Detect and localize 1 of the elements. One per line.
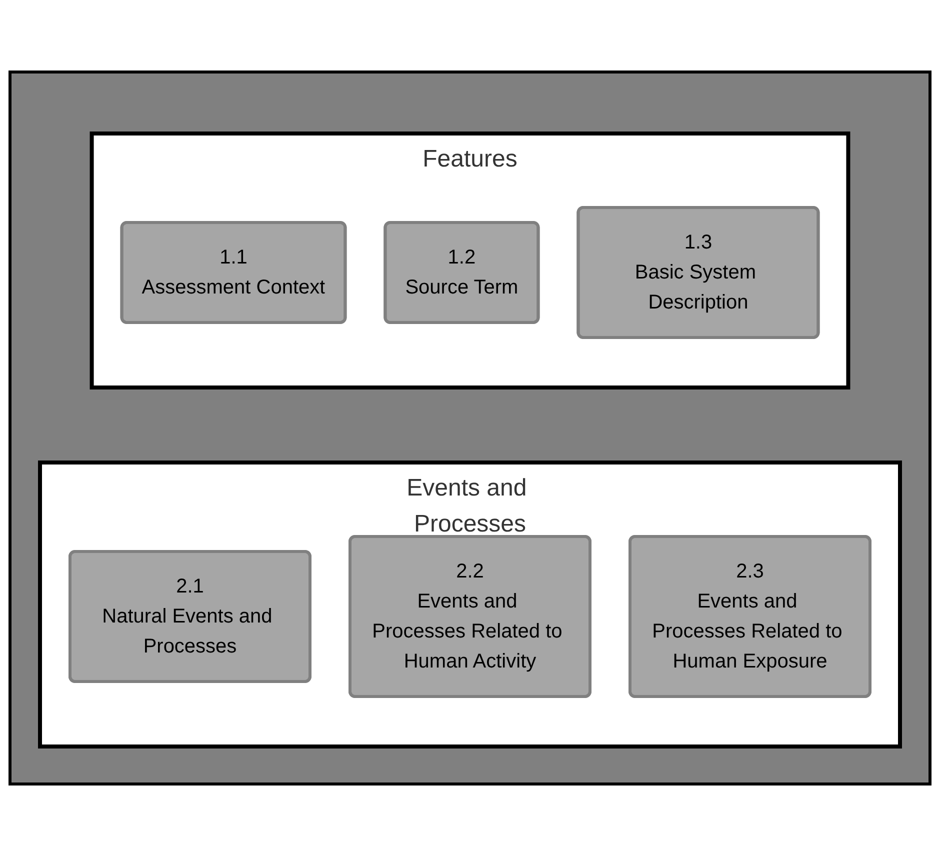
cluster xyxy=(8,70,932,786)
